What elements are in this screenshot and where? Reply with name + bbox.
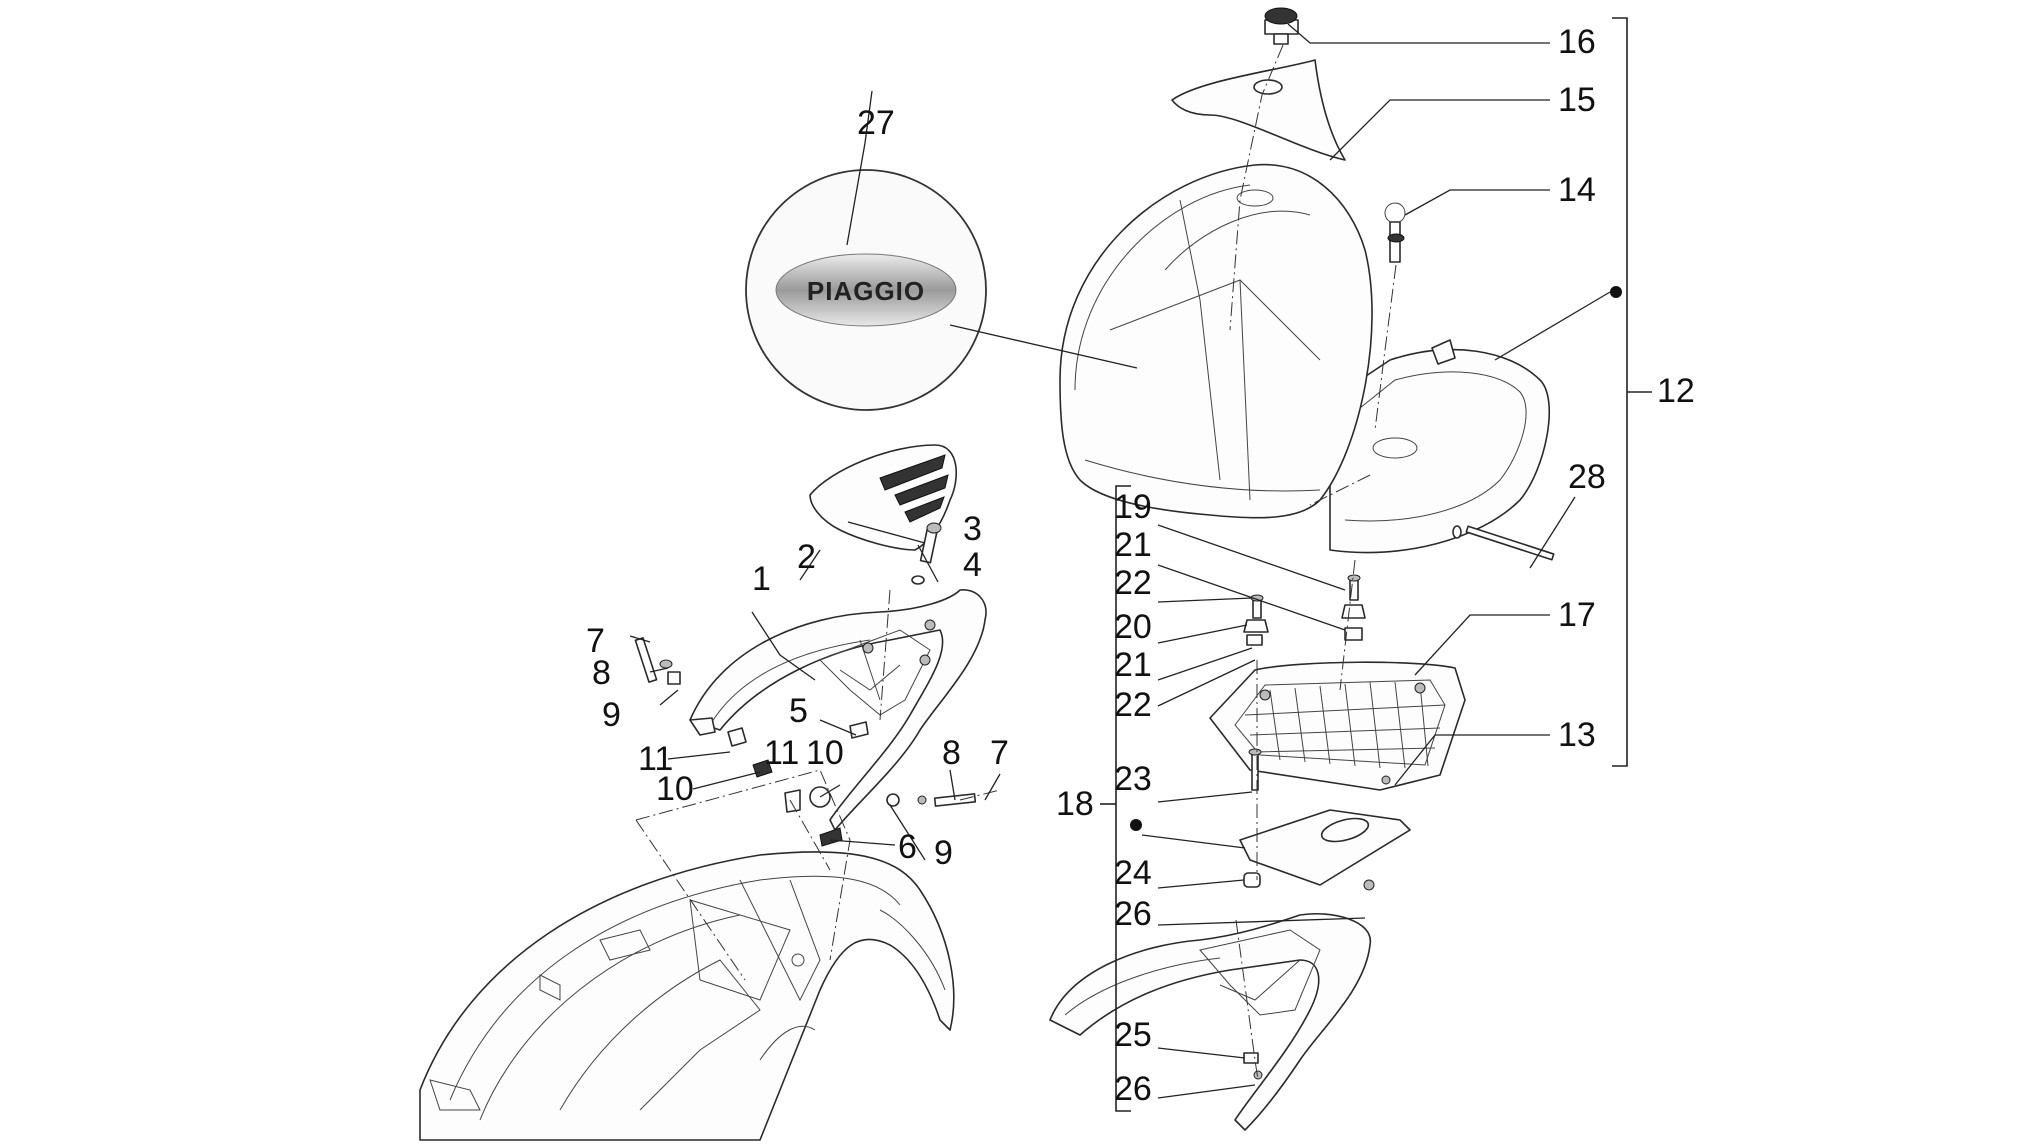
- label-5: 5: [789, 692, 808, 730]
- rear-rack-copy: [1049, 912, 1371, 1131]
- label-22b: 22: [1114, 686, 1152, 724]
- label-28: 28: [1568, 458, 1606, 496]
- label-7a: 7: [586, 622, 605, 660]
- label-16: 16: [1558, 23, 1596, 61]
- label-6: 6: [898, 828, 917, 866]
- label-26b: 26: [1114, 1070, 1152, 1108]
- label-14: 14: [1558, 171, 1596, 209]
- label-23: 23: [1114, 760, 1152, 798]
- bolt-stack: [1243, 525, 1555, 646]
- label-20: 20: [1114, 608, 1152, 646]
- label-26a: 26: [1114, 895, 1152, 933]
- label-11a: 11: [638, 740, 673, 778]
- logo-text: PIAGGIO: [807, 276, 925, 306]
- scooter-rear-body: [419, 851, 955, 1141]
- label-8b: 8: [942, 734, 961, 772]
- leader-lines: [629, 23, 1611, 1099]
- label-18: 18: [1056, 785, 1094, 823]
- assembly-axis-lines: [635, 44, 1397, 1081]
- mounting-plate-part-17: [1209, 661, 1466, 791]
- rear-rack-part-1: [689, 589, 987, 831]
- label-10b: 10: [806, 734, 844, 772]
- label-17: 17: [1558, 596, 1596, 634]
- label-25: 25: [1114, 1016, 1152, 1054]
- label-19: 19: [1114, 488, 1152, 526]
- label-8a: 8: [592, 654, 611, 692]
- adapter-plate: [1239, 748, 1411, 891]
- label-22a: 22: [1114, 564, 1152, 602]
- backrest-pad-part-2: [809, 444, 958, 551]
- piaggio-logo-callout: PIAGGIO: [745, 169, 987, 411]
- label-21a: 21: [1114, 526, 1152, 564]
- label-12: 12: [1657, 372, 1695, 410]
- bullet-dot: [1130, 819, 1142, 831]
- label-13: 13: [1558, 716, 1596, 754]
- label-7b: 7: [990, 734, 1009, 772]
- label-9a: 9: [602, 696, 621, 734]
- label-11b: 11: [764, 734, 799, 772]
- label-10a: 10: [656, 770, 694, 808]
- top-case: [1059, 7, 1551, 554]
- reference-bullets: [1130, 286, 1622, 831]
- label-9b: 9: [934, 834, 953, 872]
- label-2: 2: [797, 538, 816, 576]
- label-24: 24: [1114, 854, 1152, 892]
- label-27: 27: [857, 104, 895, 142]
- label-21b: 21: [1114, 646, 1152, 684]
- piaggio-logo: [775, 253, 957, 327]
- label-4: 4: [963, 546, 982, 584]
- label-1: 1: [752, 560, 771, 598]
- label-15: 15: [1558, 81, 1596, 119]
- part-number-labels: 16 15 14 12 28 17 13 27 2 3 4 1 7 8 9 5 …: [586, 23, 1695, 1108]
- label-3: 3: [963, 510, 982, 548]
- group-brackets: [1100, 17, 1652, 1112]
- bullet-dot: [1610, 286, 1622, 298]
